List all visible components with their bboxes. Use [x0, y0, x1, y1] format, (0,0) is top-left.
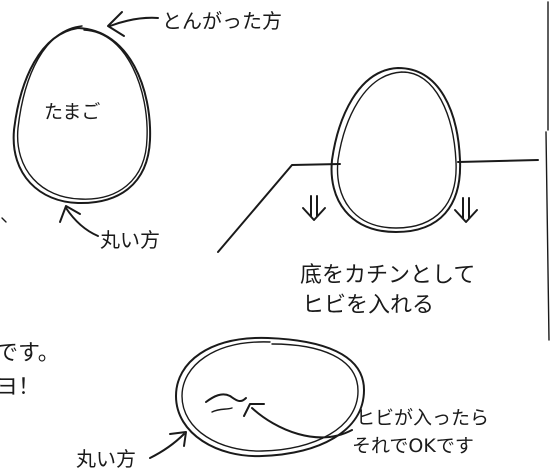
edge-text-line1: です。 — [0, 341, 60, 366]
crack-mark — [205, 393, 247, 403]
instruction-line1: 底をカチンとして — [300, 263, 475, 288]
egg-outline-lying — [175, 336, 365, 458]
round-end-label-bottom: 丸い方 — [76, 447, 136, 471]
egg-label: たまご — [44, 101, 100, 123]
page-edge-line — [545, 1, 550, 341]
down-arrow-left — [302, 195, 326, 221]
egg-outline-standing — [330, 67, 462, 233]
pointed-end-label: とんがった方 — [162, 9, 282, 33]
crack-arrow — [243, 403, 353, 439]
round-end-arrow-top — [59, 205, 99, 237]
egg-outline-upright — [12, 25, 152, 205]
crack-mark-2 — [211, 407, 233, 413]
table-surface — [217, 159, 539, 253]
edge-tick — [1, 217, 7, 223]
edge-text-line2: ヨ！ — [0, 375, 40, 400]
down-arrow-right — [454, 197, 478, 223]
instruction-line2: ヒビを入れる — [302, 293, 434, 318]
round-end-arrow-bottom — [149, 431, 187, 459]
pointed-end-arrow — [107, 11, 159, 37]
round-end-label-top: 丸い方 — [100, 228, 160, 252]
result-line2: それでOKです — [352, 435, 474, 457]
result-line1: ヒビが入ったら — [356, 407, 489, 429]
